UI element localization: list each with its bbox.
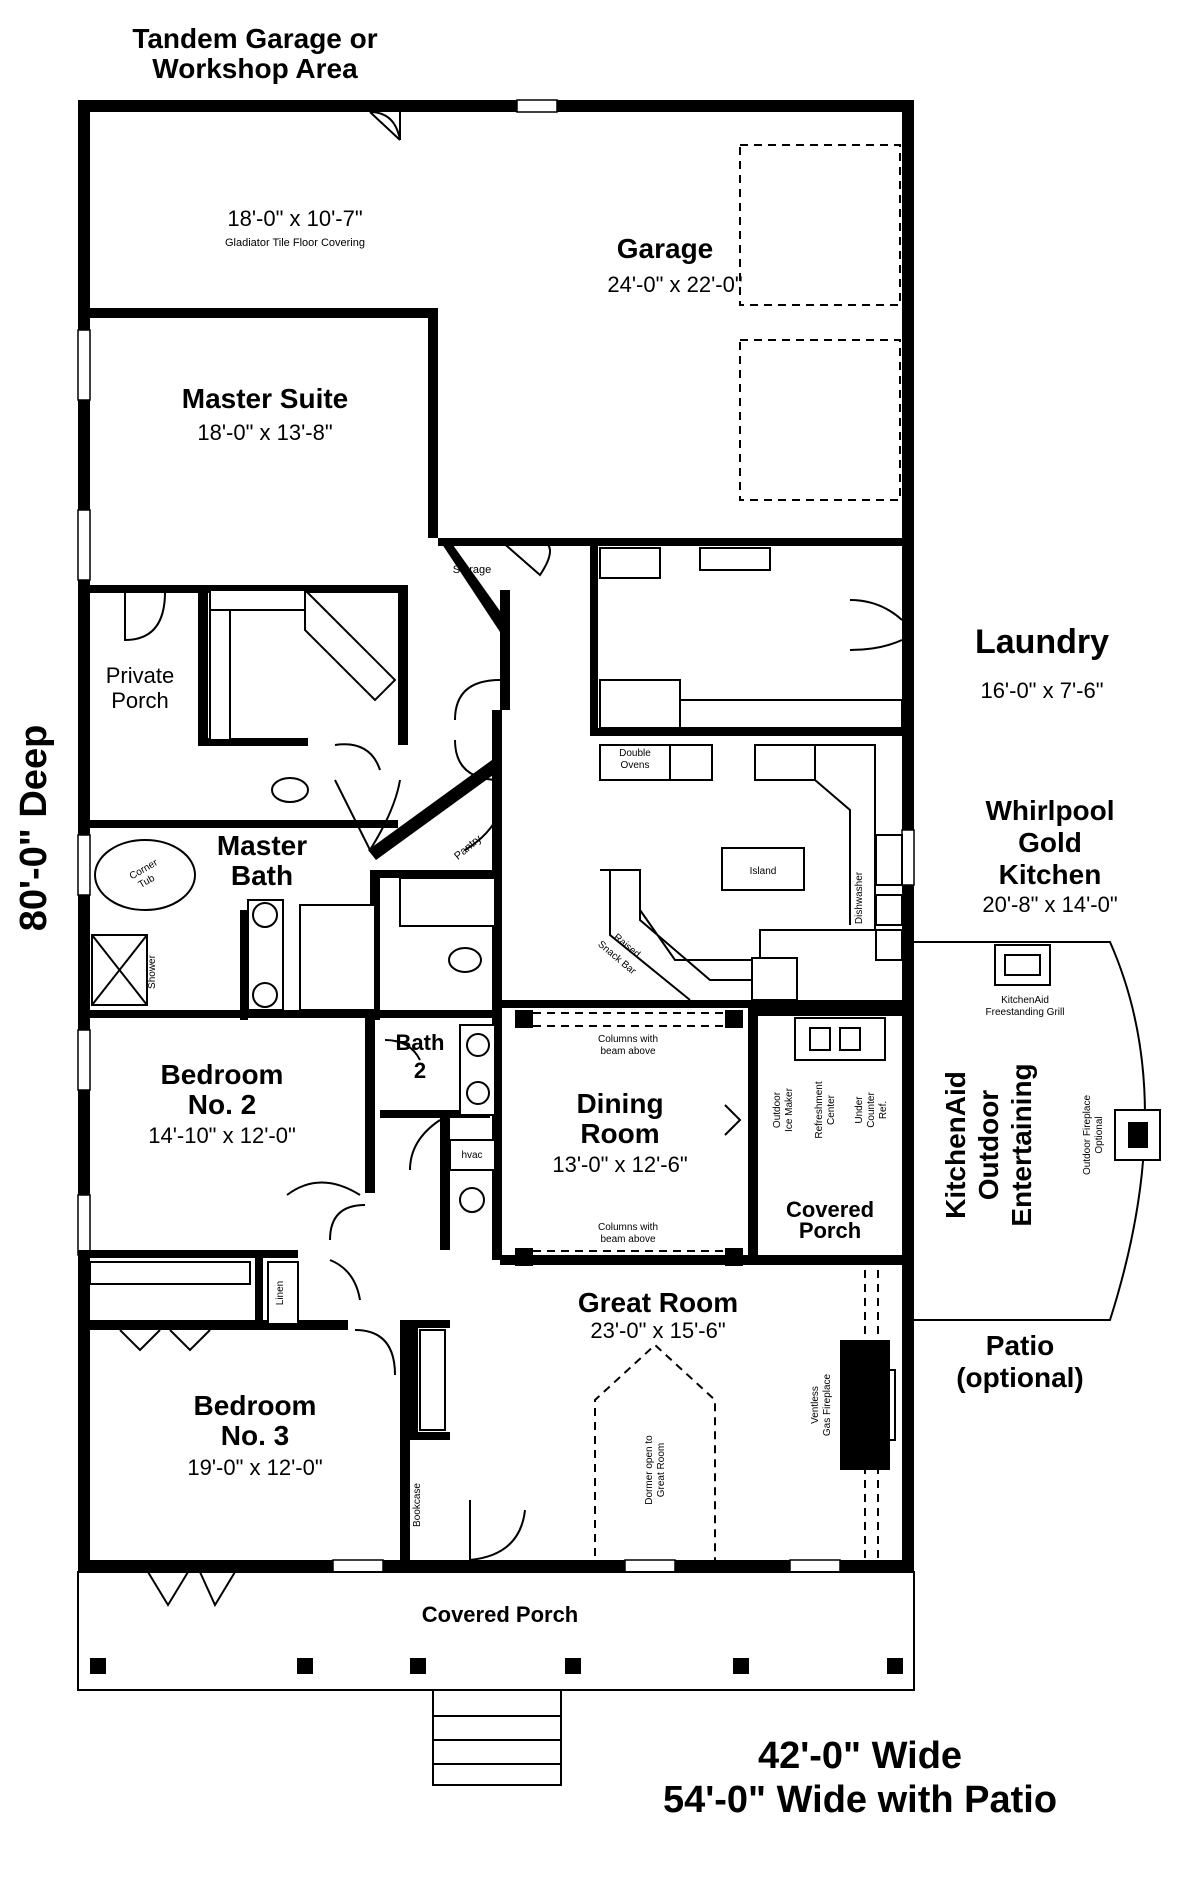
garage-dims: 24'-0" x 22'-0"	[607, 272, 742, 297]
double-ovens-1: Double	[619, 748, 651, 759]
laundry-name: Laundry	[975, 623, 1109, 661]
refresh-2: Center	[826, 1094, 837, 1125]
private-porch-line2: Porch	[111, 688, 168, 713]
hvac-label: hvac	[461, 1150, 482, 1161]
gas-fireplace-1: Ventless	[810, 1386, 821, 1424]
ice-maker-2: Ice Maker	[784, 1087, 795, 1132]
storage-label: Storage	[453, 564, 492, 576]
laundry-dims: 16'-0" x 7'-6"	[980, 678, 1103, 703]
dining-columns	[515, 1010, 743, 1266]
master-bath-line1: Master	[217, 830, 307, 861]
built-in-1: Built-in	[400, 1490, 411, 1521]
linen-label: Linen	[275, 1281, 286, 1305]
great-room-features	[594, 1270, 896, 1570]
depth-dimension: 80'-0" Deep	[13, 725, 55, 932]
dining-line2: Room	[580, 1118, 659, 1149]
garage-parking-bays	[739, 144, 901, 501]
great-room-name: Great Room	[578, 1287, 738, 1318]
refresh-1: Refreshment	[814, 1081, 825, 1138]
bedroom3-line2: No. 3	[221, 1420, 289, 1451]
grill-1: KitchenAid	[1001, 995, 1049, 1006]
great-room-dims: 23'-0" x 15'-6"	[590, 1318, 725, 1343]
master-suite-dims: 18'-0" x 13'-8"	[197, 420, 332, 445]
columns-top-2: beam above	[600, 1046, 655, 1057]
columns-bottom-1: Columns with	[598, 1222, 658, 1233]
outdoor-kitchen-porch	[758, 1008, 912, 1265]
title-line1: Tandem Garage or	[132, 23, 377, 54]
front-porch	[77, 1571, 915, 1786]
master-suite-name: Master Suite	[182, 383, 349, 414]
workshop-dims: 18'-0" x 10'-7"	[227, 206, 362, 231]
patio	[914, 941, 1161, 1321]
private-porch-line1: Private	[106, 663, 174, 688]
kitchen-line1: Whirlpool	[985, 795, 1114, 826]
dishwasher-label: Dishwasher	[854, 871, 865, 924]
undercounter-1: Under	[854, 1096, 865, 1124]
undercounter-2: Counter	[866, 1092, 877, 1128]
bedroom3-line1: Bedroom	[194, 1390, 317, 1421]
bedroom3-dims: 19'-0" x 12'-0"	[187, 1455, 322, 1480]
dormer-1: Dormer open to	[644, 1435, 655, 1505]
outdoor-fireplace-2: Optional	[1094, 1116, 1105, 1153]
pantry-label: Pantry	[452, 833, 484, 863]
outdoor-fireplace-1: Outdoor Fireplace	[1082, 1095, 1093, 1175]
columns-bottom-2: beam above	[600, 1234, 655, 1245]
bath-fixtures	[91, 777, 496, 1325]
gas-fireplace-2: Gas Fireplace	[822, 1373, 833, 1436]
width-patio-dimension: 54'-0" Wide with Patio	[663, 1779, 1057, 1821]
kitchen-cabinets	[599, 547, 903, 1001]
dining-line1: Dining	[576, 1088, 663, 1119]
outdoor-line1: KitchenAid	[940, 1071, 971, 1219]
built-in-2: Bookcase	[412, 1483, 423, 1527]
bedroom2-dims: 14'-10" x 12'-0"	[148, 1123, 296, 1148]
interior-walls	[78, 300, 914, 1570]
width-dimension: 42'-0" Wide	[758, 1735, 962, 1777]
grill-2: Freestanding Grill	[986, 1007, 1065, 1018]
outdoor-line3: Entertaining	[1006, 1063, 1037, 1226]
ice-maker-1: Outdoor	[772, 1091, 783, 1128]
dining-dims: 13'-0" x 12'-6"	[552, 1152, 687, 1177]
covered-porch-front: Covered Porch	[422, 1602, 579, 1627]
shower-label: Shower	[147, 954, 158, 989]
covered-porch-small-1: Covered	[786, 1197, 874, 1222]
patio-line1: Patio	[986, 1330, 1054, 1361]
outdoor-line2: Outdoor	[973, 1090, 1004, 1201]
kitchen-line2: Gold	[1018, 827, 1082, 858]
kitchen-line3: Kitchen	[999, 859, 1102, 890]
door-swings	[119, 111, 903, 1608]
bath2-line1: Bath	[396, 1030, 445, 1055]
title-line2: Workshop Area	[152, 53, 358, 84]
dormer-2: Great Room	[656, 1443, 667, 1497]
garage-name: Garage	[617, 233, 714, 264]
kitchen-dims: 20'-8" x 14'-0"	[982, 892, 1117, 917]
windows	[77, 99, 915, 1573]
bedroom2-line2: No. 2	[188, 1089, 256, 1120]
covered-porch-small-2: Porch	[799, 1218, 861, 1243]
island-label: Island	[750, 866, 777, 877]
double-ovens-2: Ovens	[621, 760, 650, 771]
columns-top-1: Columns with	[598, 1034, 658, 1045]
closet-shelving	[89, 547, 771, 1431]
master-bath-line2: Bath	[231, 860, 293, 891]
bath2-line2: 2	[414, 1058, 426, 1083]
undercounter-3: Ref.	[878, 1101, 889, 1119]
workshop-note: Gladiator Tile Floor Covering	[225, 237, 365, 249]
patio-line2: (optional)	[956, 1362, 1084, 1393]
bedroom2-line1: Bedroom	[161, 1059, 284, 1090]
labels: Tandem Garage or Workshop Area 18'-0" x …	[13, 23, 1118, 1821]
